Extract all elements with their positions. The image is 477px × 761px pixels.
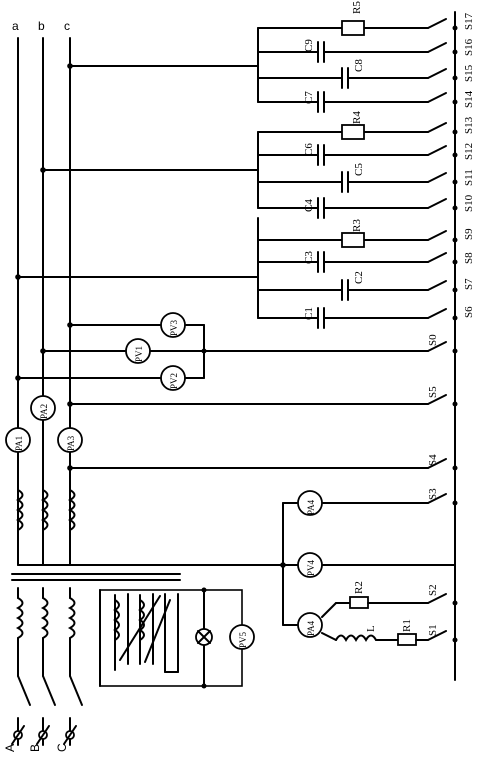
- switch-label-s12: S12: [463, 143, 475, 160]
- capacitor-label-c3: C3: [303, 251, 315, 264]
- switch-label-s6: S6: [463, 306, 475, 318]
- resistor-label-r4: R4: [351, 111, 363, 124]
- capacitor-label-c9: C9: [303, 39, 315, 52]
- switch-label-s2: S2: [427, 584, 439, 596]
- switch-label-s1: S1: [427, 624, 439, 636]
- bus-lines: [17, 37, 456, 566]
- meter-label-pa3: PA3: [66, 435, 76, 451]
- inductor-label-l: L: [365, 625, 377, 632]
- transformer: [11, 573, 181, 677]
- switch-label-s15: S15: [463, 64, 475, 82]
- switch-label-s9: S9: [463, 228, 475, 240]
- ammeters: [5, 395, 83, 453]
- capacitor-label-c2: C2: [353, 271, 365, 284]
- switch-label-s4: S4: [427, 454, 439, 466]
- switch-label-s14: S14: [463, 90, 475, 108]
- meter-label-pv3: PV3: [169, 319, 179, 336]
- phase-label-a: A: [3, 744, 17, 752]
- bus-label-b: b: [38, 19, 45, 33]
- meter-label-pv1: PV1: [134, 346, 144, 362]
- capacitor-label-c7: C7: [303, 91, 315, 104]
- capacitor-label-c8: C8: [353, 59, 365, 72]
- bank-switches: [427, 18, 458, 321]
- meter-label-pa2: PA2: [39, 404, 49, 419]
- meter-label-pa4-top: PA4: [306, 499, 316, 515]
- ct-coils: [15, 489, 76, 531]
- capacitor-label-c1: C1: [303, 307, 315, 320]
- s4-branch: [67, 458, 458, 471]
- meter-label-pv5: PV5: [238, 631, 248, 648]
- meter-label-pa1: PA1: [14, 436, 24, 451]
- resistor-label-r1: R1: [401, 619, 413, 632]
- voltmeter-group: [15, 312, 458, 391]
- switch-label-s8: S8: [463, 252, 475, 264]
- resistor-label-r3: R3: [351, 219, 363, 232]
- switch-label-s11: S11: [463, 169, 475, 186]
- phase-label-c: C: [55, 743, 69, 752]
- meter-label-pv4: PV4: [306, 559, 316, 576]
- supply-switches: [11, 675, 83, 746]
- meter-label-pa4-bottom: PA4: [306, 620, 316, 636]
- capacitor-label-c6: C6: [303, 143, 315, 156]
- auxiliary-circuit: [99, 587, 255, 689]
- capacitor-label-c4: C4: [303, 199, 315, 212]
- switch-label-s10: S10: [463, 194, 475, 212]
- switch-label-s0: S0: [427, 334, 439, 346]
- bus-label-a: a: [12, 19, 19, 33]
- phase-label-b: B: [28, 744, 42, 752]
- switch-label-s5: S5: [427, 386, 439, 398]
- load-branch: [280, 490, 458, 646]
- switch-label-s13: S13: [463, 116, 475, 134]
- bus-label-c: c: [64, 19, 70, 33]
- resistor-label-r5: R5: [351, 1, 363, 14]
- switch-label-s7: S7: [463, 278, 475, 290]
- switch-label-s17: S17: [463, 12, 475, 30]
- meter-label-pv2: PV2: [169, 373, 179, 389]
- bank-switch-labels: S6 S7 S8 S9 S10 S11 S12 S13 S14 S15 S16 …: [463, 12, 475, 318]
- resistor-label-r2: R2: [353, 581, 365, 594]
- switch-label-s16: S16: [463, 38, 475, 56]
- s5-branch: [67, 394, 458, 407]
- switch-label-s3: S3: [427, 488, 439, 500]
- capacitor-bank: [15, 18, 458, 329]
- capacitor-label-c5: C5: [353, 163, 365, 176]
